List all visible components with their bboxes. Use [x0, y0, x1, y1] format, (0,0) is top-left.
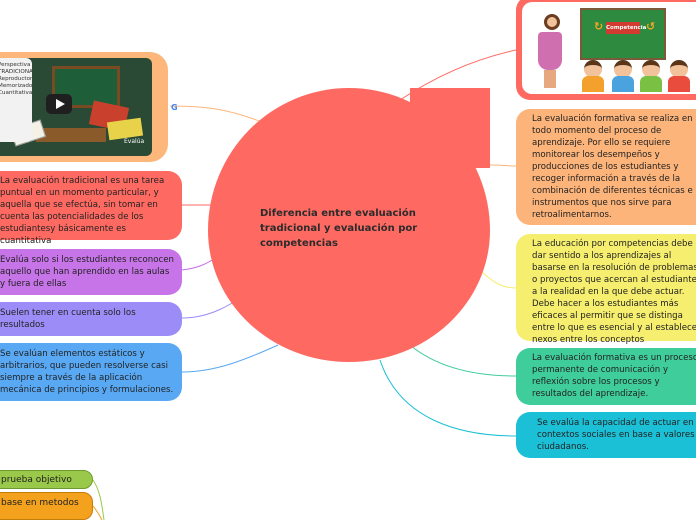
student-body — [582, 76, 604, 92]
topic-objective-test[interactable]: prueba objetivo — [0, 470, 93, 489]
google-icon[interactable]: G — [171, 103, 178, 112]
topic-evaluates-recognition[interactable]: Evalúa solo si los estudiantes reconocen… — [0, 249, 182, 295]
student-head — [642, 60, 660, 78]
competencia-label: Competencia — [606, 22, 646, 34]
desk-illustration — [36, 128, 106, 142]
student-head — [670, 60, 688, 78]
topic-capacity-to-act[interactable]: Se evalúa la capacidad de actuar en cont… — [516, 412, 696, 458]
central-topic-corner — [410, 88, 490, 168]
chalkboard-illustration — [580, 8, 666, 60]
teacher-body — [538, 32, 562, 70]
topic-formative-process[interactable]: La evaluación formativa es un proceso pe… — [516, 348, 696, 405]
video-caption: Perspectiva TRADICIONAL Reproductora, Me… — [0, 58, 32, 142]
video-thumbnail[interactable]: Perspectiva TRADICIONAL Reproductora, Me… — [0, 58, 152, 156]
video-brand: Evalúa — [124, 138, 145, 145]
arrow-icon: ↺ — [646, 20, 656, 33]
competencies-illustration[interactable]: Competencia ↻ ↺ — [522, 2, 696, 94]
topic-methods-based[interactable]: base en metodos — [0, 492, 93, 520]
student-head — [584, 60, 602, 78]
teacher-legs — [544, 70, 556, 88]
topic-traditional-evaluation[interactable]: La evaluación tradicional es una tarea p… — [0, 171, 182, 246]
topic-competency-education[interactable]: La educación por competencias debe dar s… — [516, 234, 696, 345]
student-body — [612, 76, 634, 92]
student-body — [640, 76, 662, 92]
topic-static-elements[interactable]: Se evalúan elementos estáticos y arbitra… — [0, 343, 182, 401]
arrow-icon: ↻ — [594, 20, 604, 33]
student-body — [668, 76, 690, 92]
topic-results-only[interactable]: Suelen tener en cuenta solo los resultad… — [0, 302, 182, 336]
play-icon[interactable] — [56, 99, 65, 109]
book-illustration — [106, 117, 144, 141]
teacher-head — [544, 14, 560, 30]
central-topic-title[interactable]: Diferencia entre evaluación tradicional … — [260, 208, 418, 249]
topic-formative-evaluation[interactable]: La evaluación formativa se realiza en to… — [516, 109, 696, 225]
student-head — [614, 60, 632, 78]
